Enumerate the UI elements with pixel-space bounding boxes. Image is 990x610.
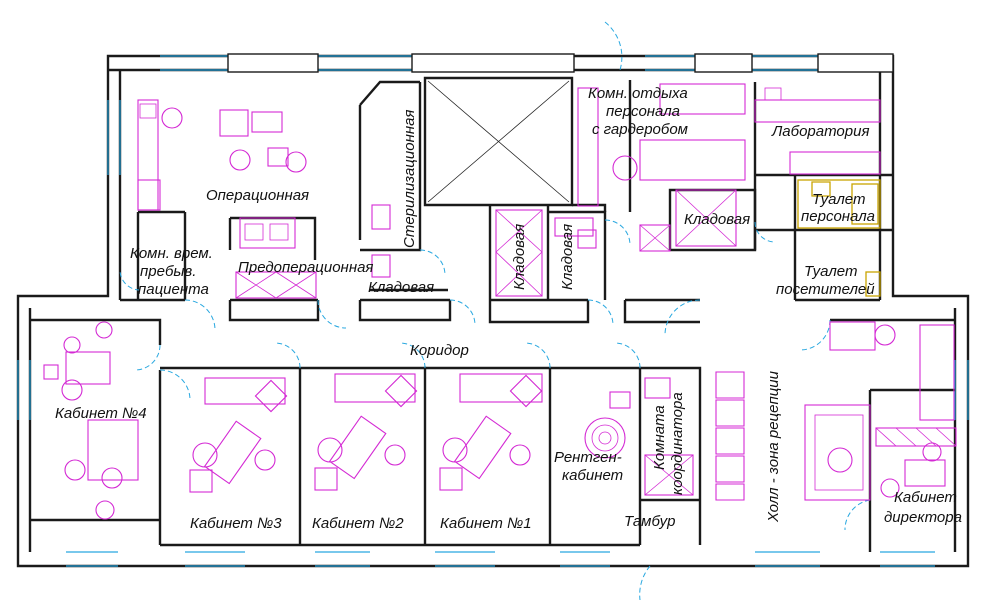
room-labels: Операционная Комн. врем. пребыв. пациент…	[55, 85, 962, 532]
label-hall: Холл - зона рецепции	[765, 370, 782, 523]
label-office-2: Кабинет №2	[312, 515, 404, 532]
label-coordinator-2: координатора	[669, 392, 686, 495]
hall-chairs	[715, 371, 745, 501]
windows-top	[160, 53, 894, 73]
interior-walls	[30, 76, 955, 552]
label-office-4: Кабинет №4	[55, 405, 147, 422]
label-operating: Операционная	[206, 187, 309, 204]
label-storage-c: Кладовая	[559, 224, 576, 290]
label-storage-a: Кладовая	[368, 279, 434, 296]
label-staff-rest-3: с гардеробом	[592, 121, 688, 138]
sanitary-fixtures	[797, 179, 881, 297]
label-staff-rest-1: Комн. отдыха	[588, 85, 688, 102]
label-vestibule: Тамбур	[624, 513, 675, 530]
label-storage-b: Кладовая	[511, 224, 528, 290]
label-director-2: директора	[884, 509, 962, 526]
label-storage-d: Кладовая	[684, 211, 750, 228]
label-office-1: Кабинет №1	[440, 515, 532, 532]
label-xray-2: кабинет	[562, 467, 623, 484]
label-visitor-wc-2: посетителей	[776, 281, 875, 298]
label-staff-wc-2: персонала	[801, 208, 875, 225]
furniture	[43, 83, 957, 520]
label-temp-stay-3: пациента	[138, 281, 209, 298]
doors	[119, 21, 871, 601]
label-staff-wc-1: Туалет	[812, 191, 865, 208]
label-visitor-wc-1: Туалет	[804, 263, 857, 280]
label-xray-1: Рентген-	[554, 449, 622, 466]
label-corridor: Коридор	[410, 342, 469, 359]
label-director-1: Кабинет	[894, 489, 957, 506]
label-preop: Предоперационная	[238, 259, 373, 276]
label-laboratory: Лаборатория	[771, 123, 869, 140]
label-office-3: Кабинет №3	[190, 515, 282, 532]
windows-side	[17, 100, 969, 420]
label-staff-rest-2: персонала	[606, 103, 680, 120]
label-coordinator-1: Комната	[651, 405, 668, 470]
label-temp-stay-1: Комн. врем.	[130, 245, 213, 262]
windows-bottom	[66, 551, 935, 567]
label-sterilization: Стерилизационная	[401, 110, 418, 248]
label-temp-stay-2: пребыв.	[140, 263, 196, 280]
elevator-shaft-cross	[427, 80, 570, 203]
